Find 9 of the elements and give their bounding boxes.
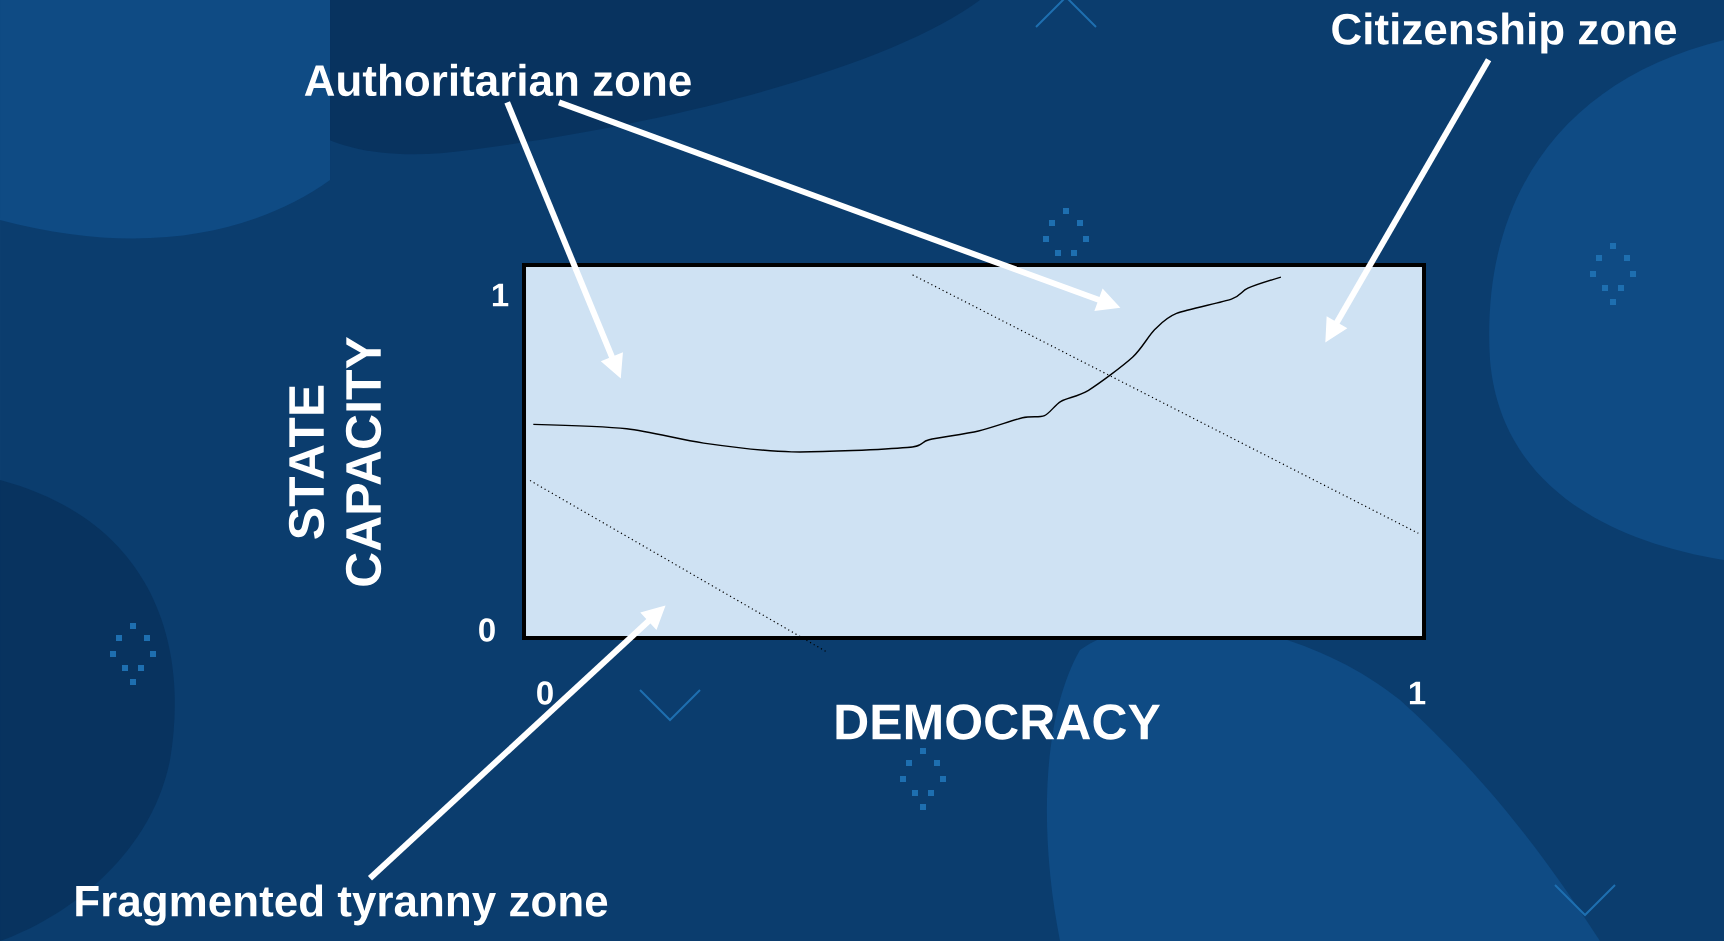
tick-label: 0 — [479, 618, 495, 642]
tick-label: 1 — [492, 283, 509, 307]
zone-label: Citizenship zone — [1332, 12, 1677, 54]
zone-label: Authoritarian zone — [304, 63, 691, 97]
axis-title: STATE CAPACITY — [288, 336, 382, 586]
zone-label: Fragmented tyranny zone — [76, 884, 608, 926]
tick-label: 1 — [1409, 681, 1426, 705]
tick-label: 0 — [537, 681, 553, 705]
axis-title: DEMOCRACY — [836, 704, 1161, 740]
